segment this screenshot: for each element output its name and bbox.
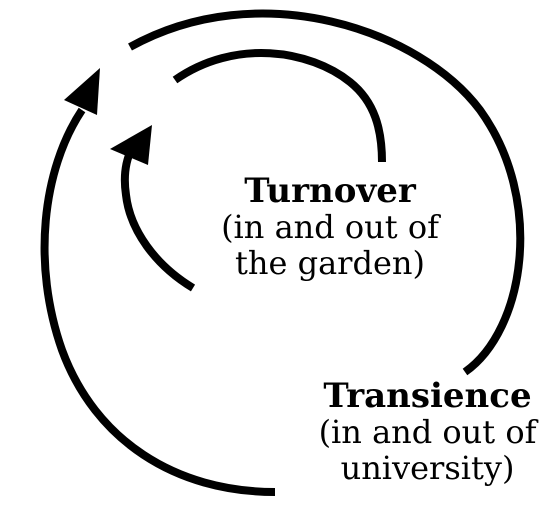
transience-label: Transience (in and out of university) — [305, 377, 550, 487]
transience-return-arc — [40, 107, 276, 496]
transience-arrowhead-icon — [64, 68, 100, 115]
turnover-label: Turnover (in and out of the garden) — [195, 172, 465, 282]
turnover-subtitle-line-2: the garden) — [235, 243, 425, 282]
turnover-arrowhead-icon — [110, 125, 152, 165]
transience-title: Transience — [323, 376, 532, 416]
turnover-return-arc — [120, 146, 196, 292]
transience-subtitle-line-2: university) — [340, 448, 515, 487]
turnover-title: Turnover — [244, 171, 416, 211]
turnover-subtitle-line-1: (in and out of — [221, 208, 439, 247]
transience-cycle-arc — [128, 9, 525, 376]
turnover-cycle-arc — [172, 49, 386, 163]
transience-subtitle-line-1: (in and out of — [318, 413, 537, 452]
